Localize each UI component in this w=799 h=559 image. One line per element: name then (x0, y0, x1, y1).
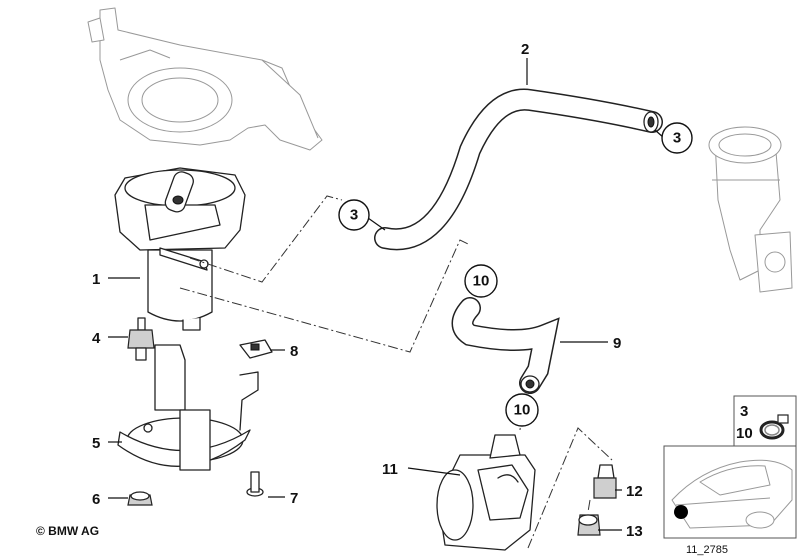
car-silhouette (671, 459, 793, 529)
callout-10-top: 10 (464, 264, 498, 298)
label-9: 9 (613, 335, 621, 352)
label-1: 1 (92, 271, 100, 288)
svg-text:10: 10 (514, 402, 531, 419)
svg-text:3: 3 (350, 207, 358, 224)
label-5: 5 (92, 435, 100, 452)
screw (246, 471, 264, 497)
svg-text:10: 10 (473, 273, 490, 290)
label-11: 11 (382, 461, 398, 478)
hose-clamp-icon (759, 414, 789, 440)
label-6: 6 (92, 491, 100, 508)
clip-nut (239, 339, 273, 359)
diagram-id: 11_2785 (686, 544, 728, 556)
svg-text:3: 3 (673, 130, 681, 147)
label-7: 7 (290, 490, 298, 507)
inset-box: 3 10 (663, 395, 797, 539)
hose-9 (451, 297, 560, 394)
pump-bracket (117, 344, 259, 471)
label-13: 13 (626, 523, 643, 540)
inset-label-10: 10 (736, 425, 753, 442)
label-12: 12 (626, 483, 643, 500)
air-filter (436, 434, 536, 551)
stud-bolt (593, 464, 617, 499)
label-2: 2 (521, 41, 529, 58)
hose-2 (374, 88, 663, 251)
label-4: 4 (92, 330, 101, 347)
grommet (577, 514, 601, 536)
callout-10-bottom: 10 (505, 393, 539, 427)
check-valve (708, 126, 793, 293)
air-pump (114, 167, 246, 331)
hex-nut (127, 491, 153, 506)
label-8: 8 (290, 343, 298, 360)
inset-label-3: 3 (740, 403, 748, 420)
copyright: © BMW AG (36, 524, 99, 538)
callout-3-left: 3 (338, 199, 370, 231)
rubber-mount (127, 317, 155, 361)
callout-3-right: 3 (661, 122, 693, 154)
engine-bracket (87, 7, 323, 151)
